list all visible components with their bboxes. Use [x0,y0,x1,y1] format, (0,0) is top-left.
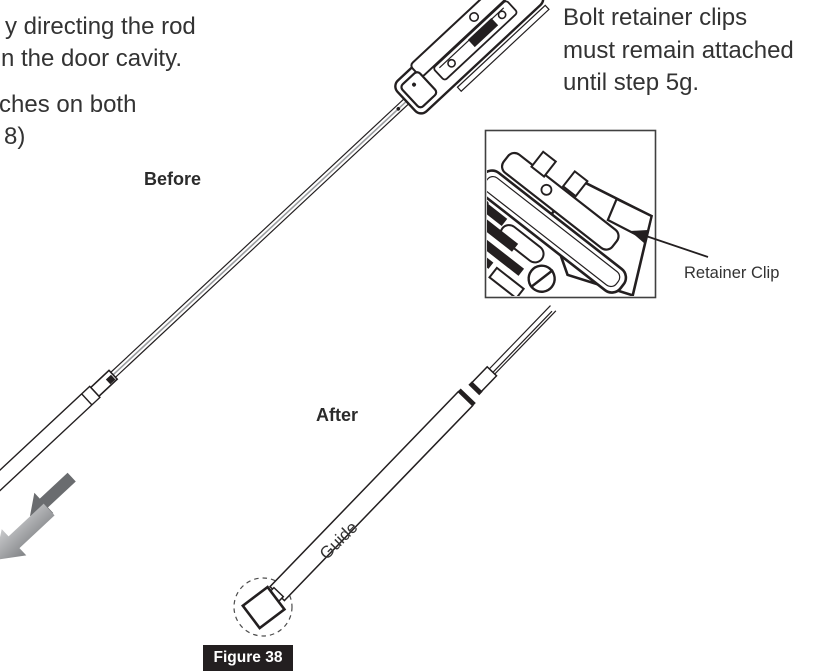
instruction-text-fragment: y directing the rod n the door cavity. c… [0,11,196,152]
after-label: After [316,405,359,425]
after-rod-drawing [240,305,557,630]
latch-mechanism [394,0,550,115]
instruction-line: y directing the rod [5,13,196,40]
instruction-line: 8) [4,122,26,150]
note-line: must remain attached [563,36,794,64]
highlight-dashed-circle [233,577,293,637]
figure-caption-badge: Figure 38 [203,645,293,671]
rod-end-cap [240,585,287,630]
instruction-line: n the door cavity. [1,44,182,72]
push-direction-arrows [0,472,76,560]
figure-caption: Figure 38 [213,649,283,666]
bolt-retainer-clip-band [456,388,476,408]
instruction-line: ches on both [0,91,137,118]
rod-pin-dot [396,107,401,111]
note-line: Bolt retainer clips [563,4,748,31]
retainer-clip-label: Retainer Clip [684,264,780,282]
retainer-clip-part [487,169,628,294]
retainer-clip-inset [484,129,657,299]
arrow-light [0,503,55,560]
bolt-retainer-note: Bolt retainer clips must remain attached… [563,2,794,100]
retainer-clip-leader-arrow [630,230,709,258]
before-rod-drawing [0,0,550,520]
before-label: Before [144,169,202,189]
guide-tube [268,390,474,602]
note-line: until step 5g. [563,69,700,96]
arrow-dark [30,472,76,516]
